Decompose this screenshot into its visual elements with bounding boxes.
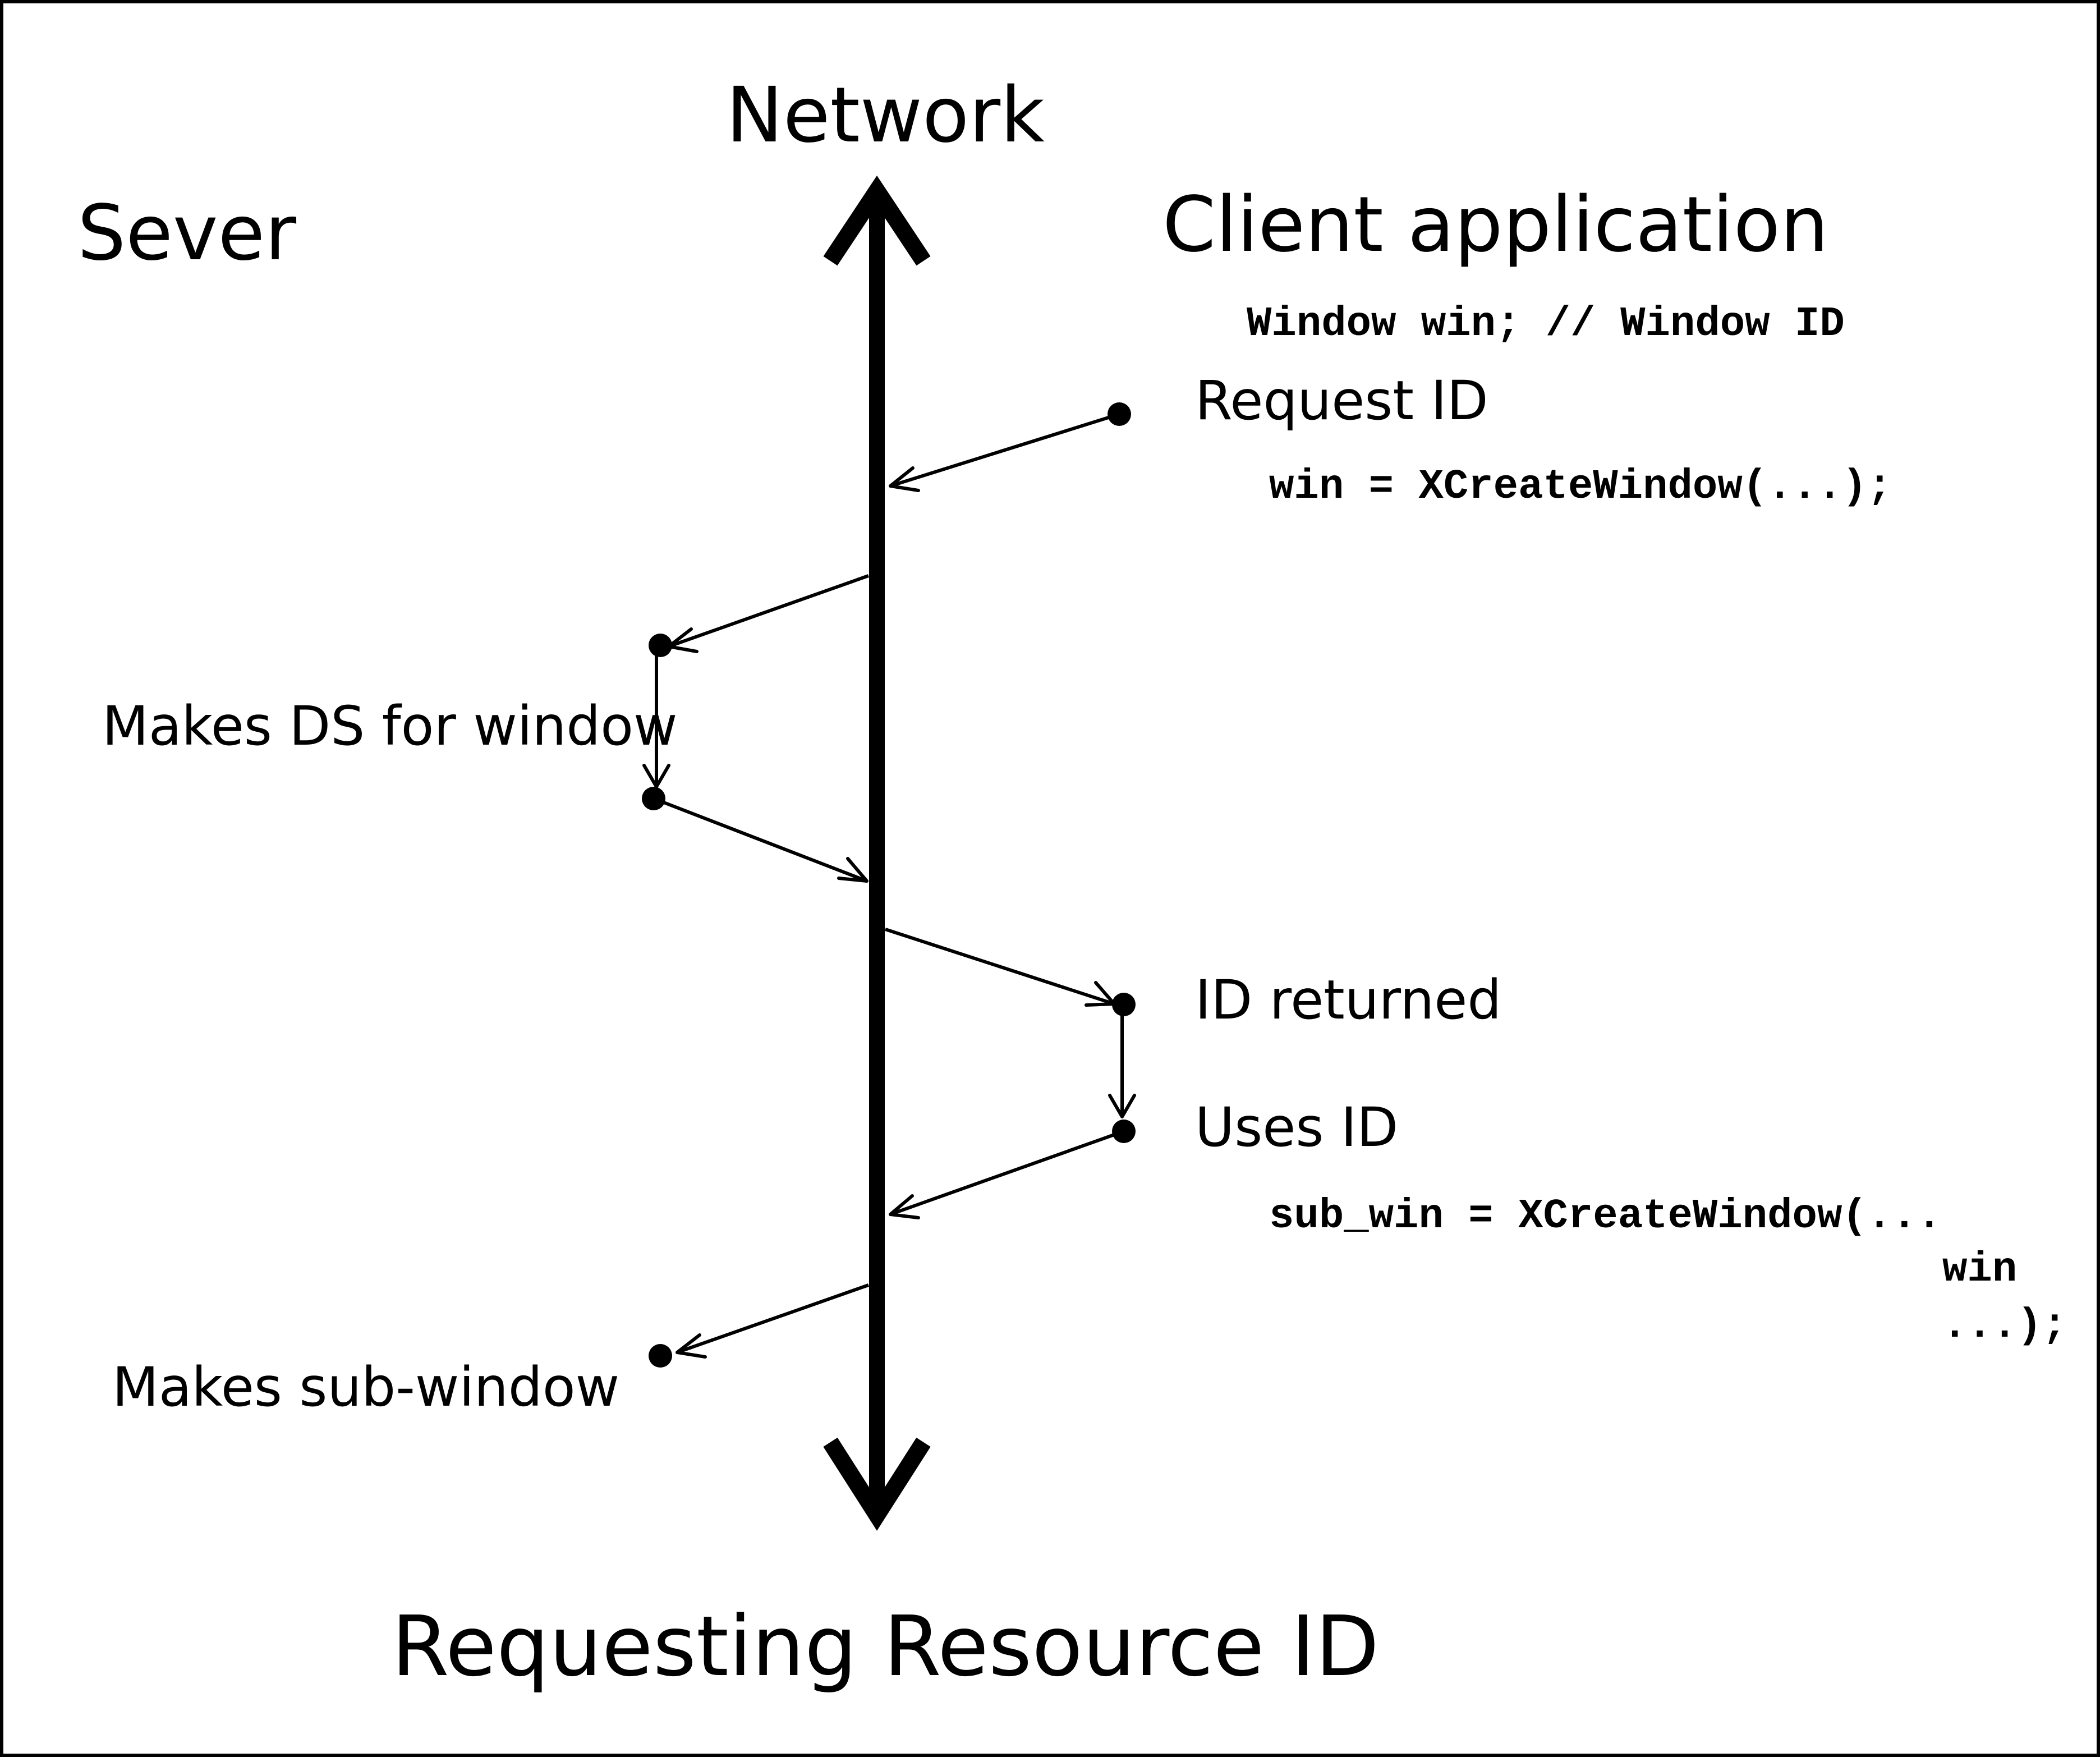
request-to-server-arrow xyxy=(668,574,870,648)
code-declaration: Window win; // Window ID xyxy=(1247,301,1845,348)
sub-to-server-arrow xyxy=(677,1283,869,1354)
server-receive-dot xyxy=(649,634,672,657)
id-return-arrow xyxy=(885,928,1115,1006)
sub-window-call-line1: sub_win = XCreateWindow(... xyxy=(1269,1193,1942,1240)
makes-subwindow-label: Makes sub-window xyxy=(112,1356,619,1419)
request-id-arrowhead xyxy=(889,466,920,492)
uses-id-label: Uses ID xyxy=(1195,1096,1398,1159)
sub-request-arrowhead xyxy=(889,1194,920,1219)
diagram-title: Requesting Resource ID xyxy=(392,1598,1379,1695)
network-label: Network xyxy=(726,71,1045,160)
makes-ds-arrowhead xyxy=(642,764,670,788)
sub-to-server-arrowhead xyxy=(676,1333,707,1359)
network-axis-down-arrowhead xyxy=(823,1437,931,1531)
makes-subwindow-dot xyxy=(649,1344,672,1368)
makes-ds-label: Makes DS for window xyxy=(102,695,678,758)
network-axis-up-arrowhead xyxy=(823,175,931,266)
sub-request-arrow xyxy=(889,1130,1125,1216)
sub-window-call-line2: win xyxy=(1942,1246,2017,1293)
create-window-call: win = XCreateWindow(...); xyxy=(1269,464,1892,511)
server-reply-arrowhead xyxy=(837,857,869,883)
client-heading: Client application xyxy=(1162,181,1828,269)
sub-window-call-line3: ...); xyxy=(1942,1302,2067,1350)
server-reply-arrow xyxy=(652,797,868,883)
network-axis xyxy=(823,175,931,1531)
request-id-arrow xyxy=(890,412,1120,488)
uses-id-arrowhead xyxy=(1108,1094,1136,1118)
server-heading: Sever xyxy=(77,189,296,278)
request-id-label: Request ID xyxy=(1195,369,1488,432)
id-returned-label: ID returned xyxy=(1195,969,1501,1031)
